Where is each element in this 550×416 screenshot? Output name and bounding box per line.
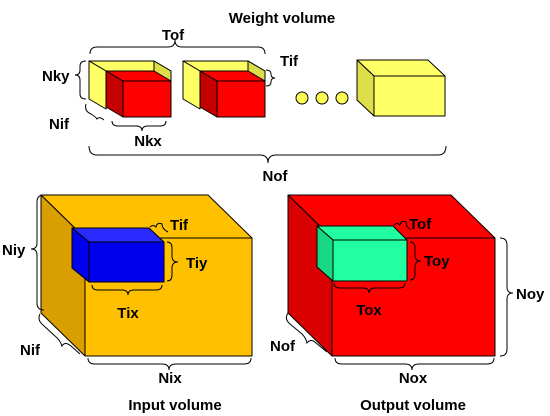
output-volume: Tof Toy Tox Noy Nof Nox Output volume — [270, 194, 545, 414]
nky-label: Nky — [42, 68, 70, 85]
toy-label: Toy — [424, 253, 450, 270]
output-tile-front — [332, 239, 408, 282]
noy-bracket — [499, 237, 514, 357]
nof-label: Nof — [263, 168, 289, 185]
weight-volume-title: Weight volume — [229, 10, 335, 27]
noy-label: Noy — [516, 286, 545, 303]
kernel-2-red-tile-front — [216, 80, 266, 118]
tiy-label: Tiy — [186, 255, 208, 272]
tif-label: Tif — [280, 53, 299, 70]
output-tof-label: Tof — [409, 216, 432, 233]
nkx-bracket — [111, 120, 167, 132]
nkx-label: Nkx — [134, 133, 162, 150]
kernel-1-red-tile-front — [122, 80, 172, 118]
input-volume-title: Input volume — [128, 397, 221, 414]
output-nof-label: Nof — [270, 338, 296, 355]
ellipsis-dot-3 — [335, 91, 349, 105]
kernel-1-front-back — [88, 60, 107, 110]
input-nif-label: Nif — [20, 342, 41, 359]
weight-volume: Weight volume — [42, 10, 447, 185]
weight-kernel-1 — [88, 60, 172, 118]
nix-bracket — [87, 357, 252, 371]
tiy-bracket — [166, 241, 179, 282]
ellipsis-dot-1 — [295, 91, 309, 105]
nky-bracket — [74, 60, 87, 100]
nox-bracket — [334, 357, 495, 371]
nox-label: Nox — [399, 370, 428, 387]
tof-label: Tof — [162, 27, 185, 44]
niy-label: Niy — [2, 242, 26, 259]
toy-bracket — [409, 241, 422, 281]
nix-label: Nix — [158, 370, 182, 387]
input-volume: Niy Tif Tiy Tix Nif Nix Input volume — [2, 194, 253, 414]
input-tif-label: Tif — [170, 217, 189, 234]
niy-bracket — [30, 194, 45, 311]
tix-label: Tix — [117, 305, 139, 322]
output-volume-title: Output volume — [360, 397, 466, 414]
nif-bracket — [85, 103, 105, 121]
tif-bracket — [265, 69, 276, 87]
input-tile-front — [88, 241, 165, 283]
ellipsis-dot-2 — [315, 91, 329, 105]
weight-kernel-2 — [182, 60, 266, 118]
nif-label: Nif — [49, 116, 70, 133]
weight-kernel-last — [356, 59, 446, 117]
kernel-2-front-back — [182, 60, 201, 110]
tof-bracket — [89, 39, 266, 55]
tox-bracket — [333, 282, 406, 294]
tix-bracket — [91, 284, 163, 296]
output-nof-bracket — [285, 312, 328, 353]
tox-label: Tox — [356, 302, 382, 319]
nof-bracket — [88, 145, 447, 164]
input-tif-bracket — [149, 222, 169, 233]
kernel-last-front — [373, 75, 446, 117]
input-nif-bracket — [38, 313, 81, 355]
output-tof-bracket — [393, 220, 412, 231]
